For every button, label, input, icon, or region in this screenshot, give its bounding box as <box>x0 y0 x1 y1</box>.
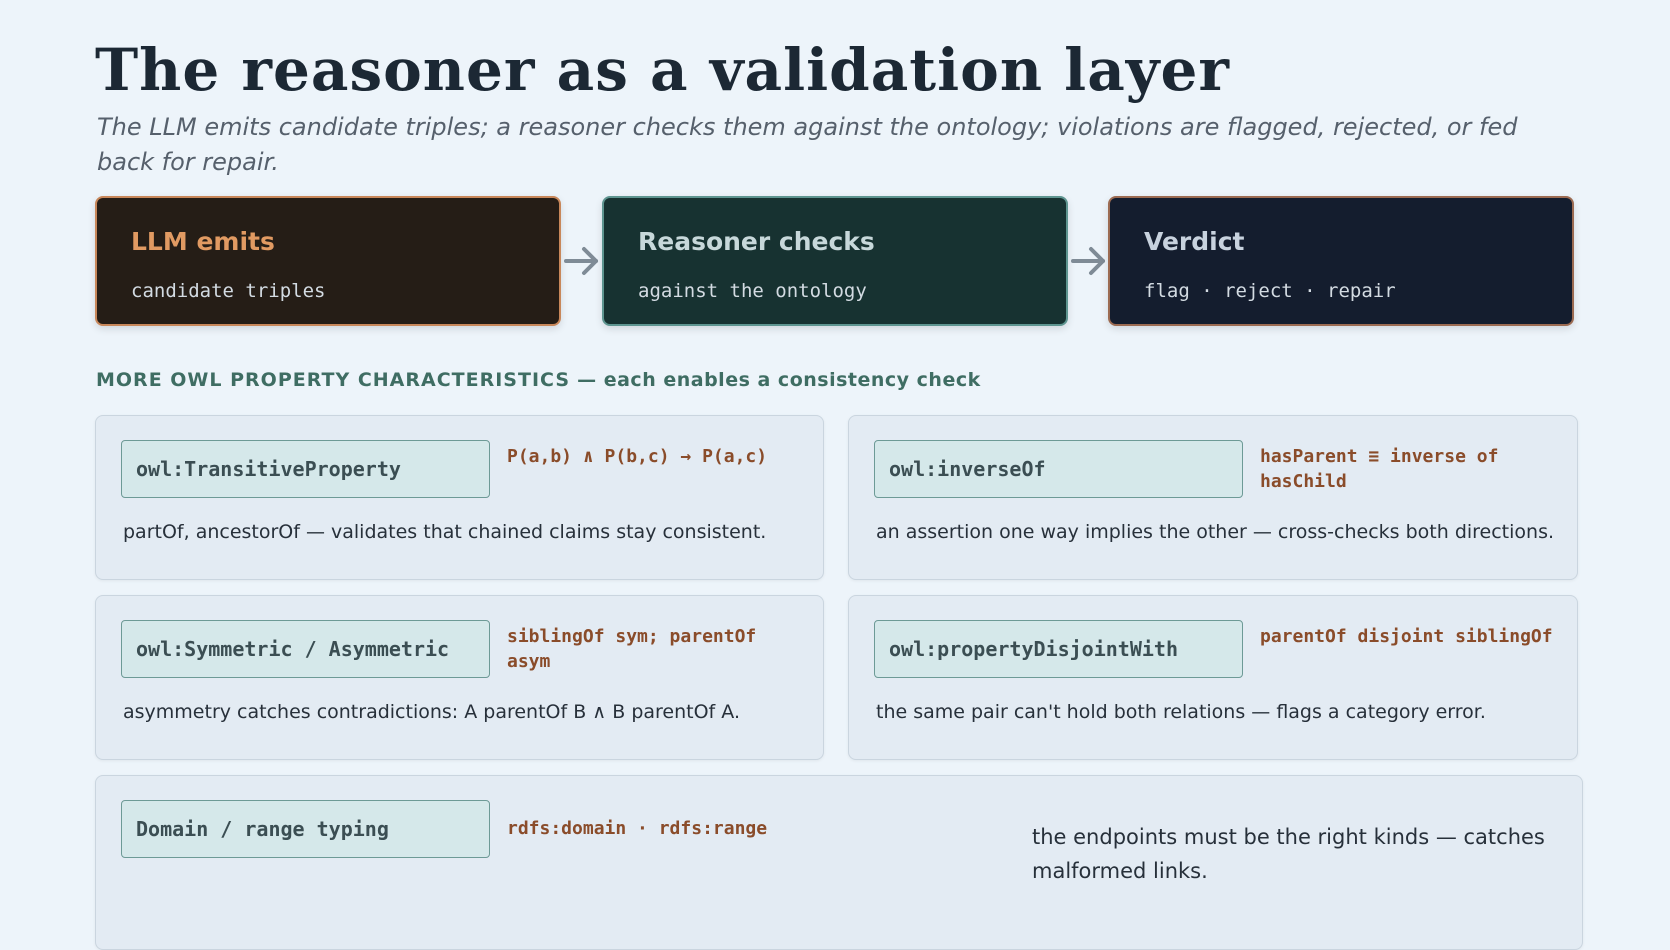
property-card-symmetric: owl:Symmetric / Asymmetric siblingOf sym… <box>95 595 824 760</box>
property-description: partOf, ancestorOf — validates that chai… <box>123 521 767 543</box>
section-label-caps: MORE OWL PROPERTY CHARACTERISTICS <box>96 369 570 391</box>
flow-arrow-icon <box>1071 247 1105 275</box>
llm-emits-box: LLM emits candidate triples <box>95 196 561 326</box>
property-formula: P(a,b) ∧ P(b,c) → P(a,c) <box>507 446 768 467</box>
llm-emits-subtitle: candidate triples <box>131 280 326 302</box>
section-label-tail: — each enables a consistency check <box>570 369 981 391</box>
property-term: owl:TransitiveProperty <box>121 440 490 498</box>
property-card-domain-range: Domain / range typing rdfs:domain · rdfs… <box>95 775 1583 950</box>
verdict-subtitle: flag · reject · repair <box>1144 280 1396 302</box>
property-card-inverse: owl:inverseOf hasParent ≡ inverse of has… <box>848 415 1578 580</box>
section-label: MORE OWL PROPERTY CHARACTERISTICS — each… <box>96 369 981 391</box>
pipeline-flow: LLM emits candidate triples Reasoner che… <box>95 196 1580 330</box>
property-description: an assertion one way implies the other —… <box>876 521 1555 543</box>
property-card-transitive: owl:TransitiveProperty P(a,b) ∧ P(b,c) →… <box>95 415 824 580</box>
property-description: asymmetry catches contradictions: A pare… <box>123 701 740 723</box>
property-formula: parentOf disjoint siblingOf <box>1260 626 1553 647</box>
page-subtitle: The LLM emits candidate triples; a reaso… <box>97 113 1518 176</box>
property-term: owl:Symmetric / Asymmetric <box>121 620 490 678</box>
property-card-disjoint: owl:propertyDisjointWith parentOf disjoi… <box>848 595 1578 760</box>
property-description: the same pair can't hold both relations … <box>876 701 1486 723</box>
property-term: owl:propertyDisjointWith <box>874 620 1243 678</box>
verdict-title: Verdict <box>1144 227 1245 256</box>
reasoner-checks-subtitle: against the ontology <box>638 280 867 302</box>
property-term: Domain / range typing <box>121 800 490 858</box>
property-description: the endpoints must be the right kinds — … <box>1032 825 1545 883</box>
reasoner-checks-title: Reasoner checks <box>638 227 875 256</box>
llm-emits-title: LLM emits <box>131 227 275 256</box>
property-formula: rdfs:domain · rdfs:range <box>507 818 768 839</box>
verdict-box: Verdict flag · reject · repair <box>1108 196 1574 326</box>
reasoner-checks-box: Reasoner checks against the ontology <box>602 196 1068 326</box>
property-term: owl:inverseOf <box>874 440 1243 498</box>
property-formula: siblingOf sym; parentOf asym <box>507 626 757 672</box>
page-title: The reasoner as a validation layer <box>95 36 1230 104</box>
flow-arrow-icon <box>564 247 598 275</box>
property-formula: hasParent ≡ inverse of hasChild <box>1260 446 1499 492</box>
